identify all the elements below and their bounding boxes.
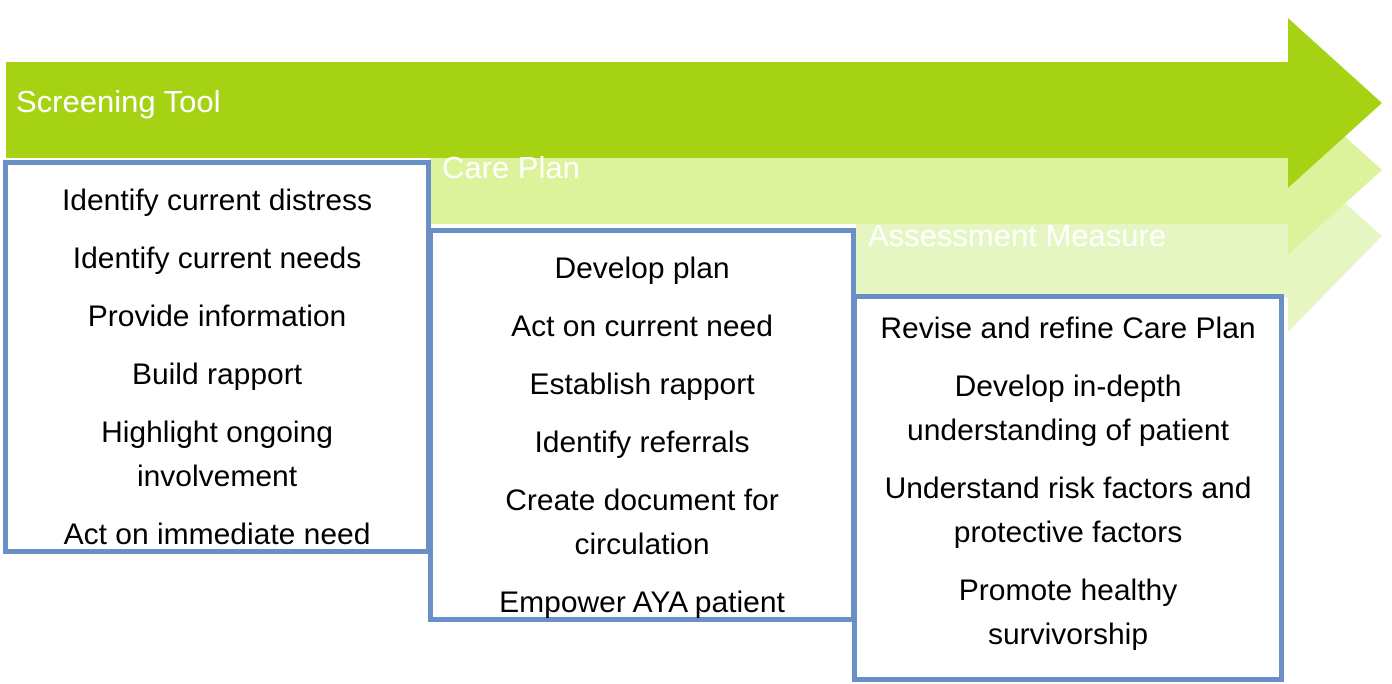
screening-tool-arrow: [6, 18, 1382, 188]
assessment-measure-box: Revise and refine Care Plan Develop in-d…: [852, 294, 1284, 682]
screening-tool-box: Identify current distress Identify curre…: [3, 160, 431, 554]
list-item: Revise and refine Care Plan: [880, 312, 1256, 345]
list-item: Act on current need: [511, 310, 773, 343]
care-plan-arrow: [430, 85, 1382, 255]
list-item: Highlight ongoing involvement: [101, 416, 333, 493]
assessment-measure-title: Assessment Measure: [868, 218, 1167, 253]
screening-tool-title: Screening Tool: [16, 84, 221, 119]
care-plan-title: Care Plan: [442, 150, 580, 185]
list-item: Identify current needs: [72, 242, 362, 275]
list-item: Identify referrals: [534, 426, 750, 459]
list-item: Empower AYA patient: [499, 586, 785, 619]
care-plan-box: Develop plan Act on current need Establi…: [428, 228, 856, 622]
list-item: Develop in-depth understanding of patien…: [907, 370, 1229, 447]
screening-tool-list: Identify current distress Identify curre…: [12, 179, 422, 557]
list-item: Establish rapport: [529, 368, 755, 401]
assessment-measure-list: Revise and refine Care Plan Develop in-d…: [861, 307, 1275, 657]
care-plan-list: Develop plan Act on current need Establi…: [437, 247, 847, 625]
list-item: Act on immediate need: [63, 518, 371, 551]
list-item: Understand risk factors and protective f…: [884, 472, 1252, 549]
list-item: Create document for circulation: [505, 484, 779, 561]
list-item: Develop plan: [554, 252, 730, 285]
list-item: Identify current distress: [61, 184, 373, 217]
list-item: Promote healthy survivorship: [958, 574, 1178, 651]
list-item: Provide information: [87, 300, 347, 333]
list-item: Build rapport: [131, 358, 303, 391]
